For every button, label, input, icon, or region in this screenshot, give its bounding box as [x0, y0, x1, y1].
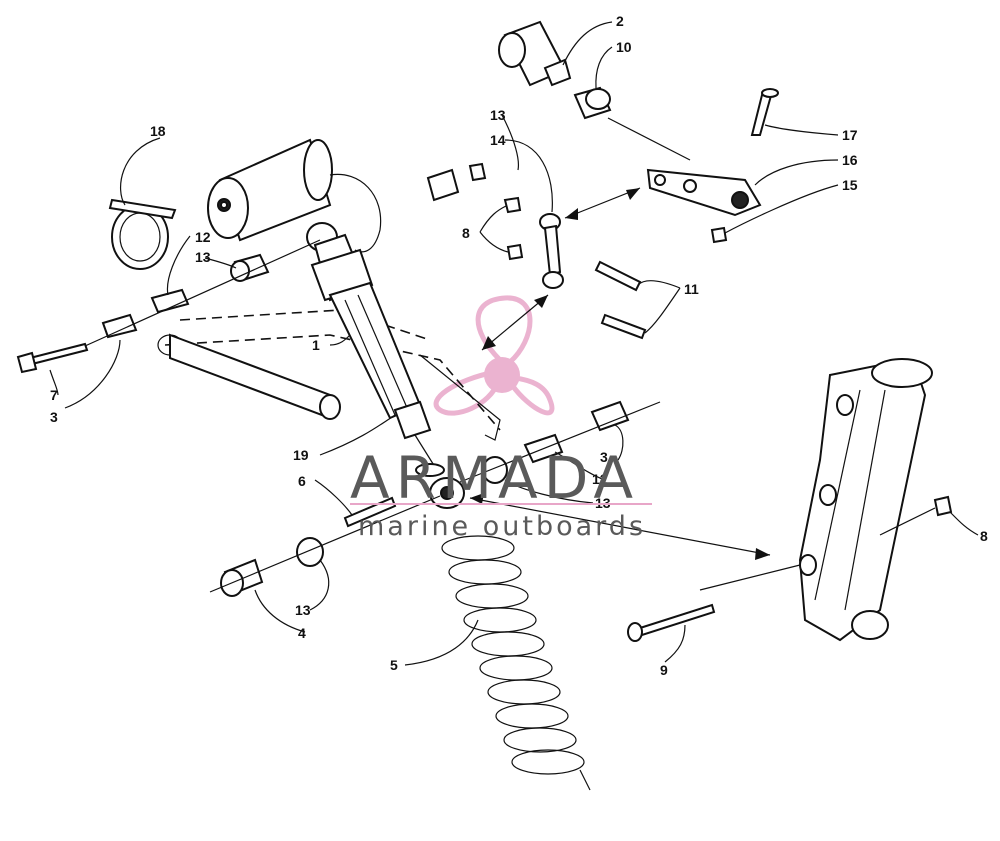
watermark-tagline: marine outboards — [358, 511, 646, 542]
callout-15: 15 — [842, 177, 858, 193]
callout-16: 16 — [842, 152, 858, 168]
callout-3-left: 3 — [50, 409, 58, 425]
callout-3-right: 3 — [600, 449, 608, 465]
propeller-hub — [484, 357, 520, 393]
callout-8-left: 8 — [462, 225, 470, 241]
assembly-arrows — [469, 187, 936, 591]
callout-1: 1 — [312, 337, 320, 353]
reservoir-canister — [207, 138, 382, 253]
coil-spring — [441, 535, 585, 775]
callout-11: 11 — [684, 281, 699, 297]
watermark-logo — [433, 295, 555, 416]
callout-13-top: 13 — [490, 107, 506, 123]
callout-19: 19 — [293, 447, 309, 463]
swing-arm-outline — [157, 309, 501, 441]
callout-12-right: 12 — [592, 471, 608, 487]
callout-5: 5 — [390, 657, 398, 673]
right-bushings — [459, 400, 661, 484]
callout-6: 6 — [298, 473, 306, 489]
lever-arm — [646, 88, 779, 244]
clamp-part — [108, 198, 177, 270]
lower-eye-and-spring — [429, 477, 591, 791]
propeller-blade-right — [509, 375, 555, 416]
adjuster-handle — [498, 20, 691, 161]
spindle-bracket — [627, 358, 953, 642]
callout-7: 7 — [50, 387, 58, 403]
left-bushings — [16, 239, 321, 374]
callout-12-left: 12 — [195, 229, 211, 245]
lower-left-bushings — [209, 495, 441, 597]
link-assembly — [426, 162, 647, 340]
callout-13-bottom: 13 — [295, 602, 311, 618]
propeller-blade-left — [433, 369, 501, 416]
callout-14: 14 — [490, 132, 506, 148]
callout-9: 9 — [660, 662, 668, 678]
callout-10: 10 — [616, 39, 632, 55]
callout-13-left: 13 — [195, 249, 211, 265]
callout-2: 2 — [616, 13, 624, 29]
callout-4: 4 — [298, 625, 306, 641]
propeller-blade-top — [475, 295, 533, 365]
callout-17: 17 — [842, 127, 858, 143]
callout-8-right: 8 — [980, 528, 988, 544]
watermark-brand: ARMADA — [350, 444, 639, 512]
callout-leaders — [49, 21, 979, 666]
shock-absorber-body — [306, 222, 445, 477]
callout-18: 18 — [150, 123, 166, 139]
callout-labels: 2 10 17 16 15 13 14 8 11 18 12 13 1 7 3 … — [50, 13, 988, 678]
